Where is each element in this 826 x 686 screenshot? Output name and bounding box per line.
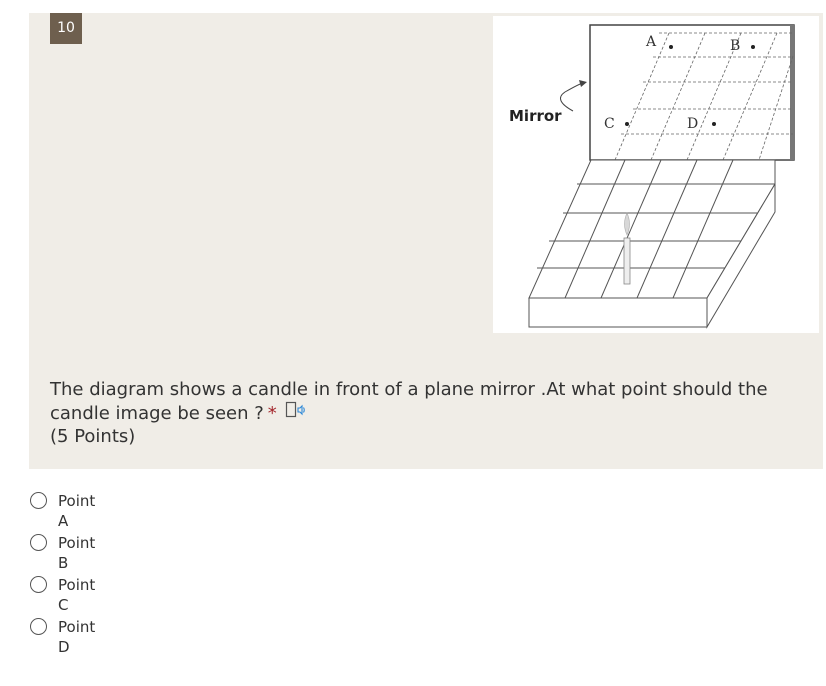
required-mark: * xyxy=(267,403,277,424)
point-label-a: A xyxy=(645,34,657,50)
mirror-diagram: Mirror A B C D xyxy=(493,16,819,333)
question-body: The diagram shows a candle in front of a… xyxy=(50,379,768,424)
point-label-b: B xyxy=(730,38,740,54)
mirror-label: Mirror xyxy=(509,107,562,125)
points-value: (5 Points) xyxy=(50,426,136,447)
radio-button[interactable] xyxy=(30,576,47,593)
radio-button[interactable] xyxy=(30,534,47,551)
question-card: 10 xyxy=(29,13,823,469)
option-label: Point A xyxy=(58,492,96,530)
radio-button[interactable] xyxy=(30,618,47,635)
option-label: Point B xyxy=(58,534,96,572)
option-label: Point D xyxy=(58,618,96,656)
question-text: The diagram shows a candle in front of a… xyxy=(50,378,810,427)
point-label-c: C xyxy=(604,116,615,132)
option-label: Point C xyxy=(58,576,96,614)
point-label-d: D xyxy=(687,116,698,132)
question-number: 10 xyxy=(50,13,82,44)
immersive-reader-icon[interactable] xyxy=(285,401,307,427)
radio-button[interactable] xyxy=(30,492,47,509)
